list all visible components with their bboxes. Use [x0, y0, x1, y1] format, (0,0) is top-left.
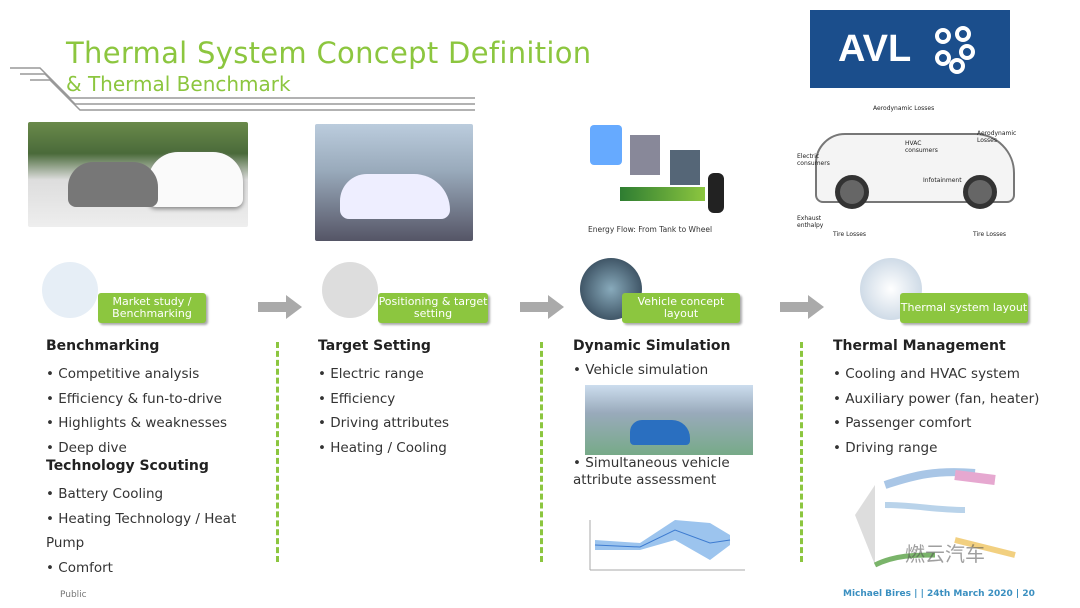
target-setting-list: Electric rangeEfficiencyDriving attribut…	[318, 362, 449, 460]
target-car-image	[315, 124, 473, 241]
vehicle-energy-losses-diagram: Aerodynamic Losses Aerodynamic Losses HV…	[797, 105, 1017, 238]
pill-thermal-system: Thermal system layout	[900, 293, 1028, 323]
benchmark-cars-image	[28, 122, 248, 227]
pill-vehicle-concept: Vehicle concept layout	[622, 293, 740, 323]
slide-title: Thermal System Concept Definition	[66, 36, 592, 70]
thermal-sankey-diagram	[855, 468, 1016, 568]
benchmarking-list: Competitive analysisEfficiency & fun-to-…	[46, 362, 227, 460]
thermal-management-list: Cooling and HVAC systemAuxiliary power (…	[833, 362, 1073, 460]
pill-positioning: Positioning & target setting	[378, 293, 488, 323]
column-divider	[800, 342, 803, 562]
arrow-right-icon	[780, 295, 824, 319]
heading-benchmarking: Benchmarking	[46, 338, 160, 354]
arrow-right-icon	[520, 295, 564, 319]
simulation-image	[585, 385, 753, 455]
dynamic-simulation-list: Vehicle simulation	[573, 358, 773, 383]
positioning-icon	[322, 262, 378, 318]
page-number: 20	[1022, 589, 1035, 599]
heading-dynamic-simulation: Dynamic Simulation	[573, 338, 731, 354]
logo-mark-icon	[935, 26, 976, 74]
avl-logo: AVL	[810, 10, 1010, 88]
heading-target-setting: Target Setting	[318, 338, 431, 354]
simultaneous-list: Simultaneous vehicle attribute assessmen…	[573, 455, 773, 489]
watermark: 燃云汽车	[905, 542, 985, 566]
heading-technology-scouting: Technology Scouting	[46, 458, 209, 474]
column-divider	[540, 342, 543, 562]
heading-thermal-management: Thermal Management	[833, 338, 1006, 354]
simulation-chart	[589, 520, 745, 571]
decorative-lines	[10, 67, 475, 111]
market-study-icon	[42, 262, 98, 318]
classification-label: Public	[60, 590, 87, 600]
column-divider	[276, 342, 279, 562]
energy-flow-caption: Energy Flow: From Tank to Wheel	[588, 225, 713, 234]
pill-market-study: Market study / Benchmarking	[98, 293, 206, 323]
energy-flow-image	[590, 125, 730, 220]
arrow-right-icon	[258, 295, 302, 319]
footer-author-date: Michael Bires | | 24th March 2020 | 20	[843, 589, 1035, 599]
technology-scouting-list: Battery CoolingHeating Technology / Heat…	[46, 482, 261, 580]
slide-subtitle: & Thermal Benchmark	[66, 72, 291, 96]
